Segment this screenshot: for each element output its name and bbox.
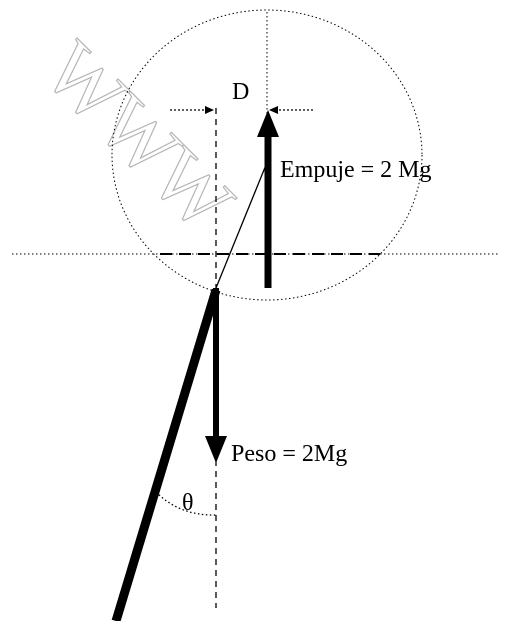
weight-arrowhead [205,436,227,463]
weight-label: Peso = 2Mg [231,441,347,467]
rod-bar [111,288,221,621]
theta-label: θ [182,490,194,516]
d-label: D [232,79,249,105]
buoyancy-label: Empuje = 2 Mg [280,157,432,183]
pivot-to-float-line [215,159,269,289]
float-circle [111,9,423,301]
angle-arc [155,491,217,516]
buoyancy-arrowhead [257,110,279,137]
watermark-text: WWW [27,26,250,249]
